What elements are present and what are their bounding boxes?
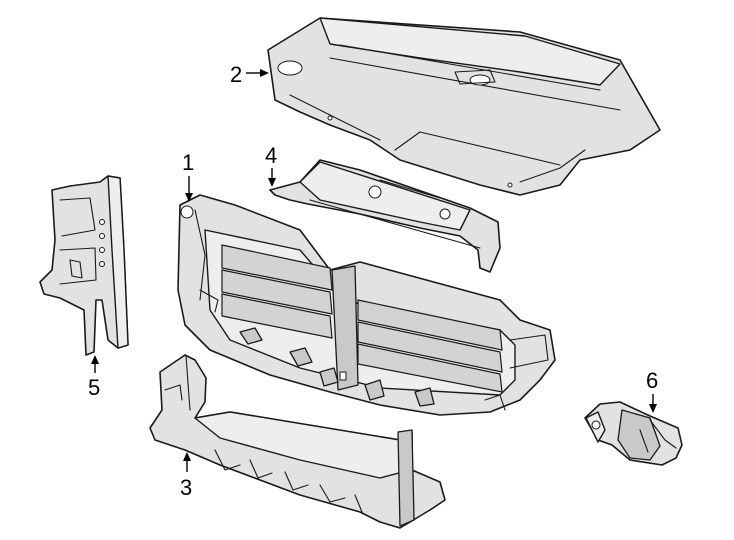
part-3-lower-air-guide bbox=[149, 354, 446, 529]
part-4-air-deflector bbox=[269, 159, 501, 273]
part-2-upper-cover bbox=[267, 17, 661, 196]
part-6-shutter-actuator bbox=[584, 401, 683, 466]
callout-1: 1 bbox=[182, 150, 194, 202]
callout-label-4: 4 bbox=[265, 143, 277, 168]
callout-label-1: 1 bbox=[182, 150, 194, 175]
callout-6: 6 bbox=[646, 368, 658, 413]
callout-label-5: 5 bbox=[88, 375, 100, 400]
part-1-shutter-assembly bbox=[177, 194, 556, 416]
callout-4: 4 bbox=[265, 143, 277, 187]
part-5-side-air-guide bbox=[39, 175, 129, 356]
callout-2: 2 bbox=[230, 62, 269, 87]
callout-label-2: 2 bbox=[230, 62, 242, 87]
callout-label-3: 3 bbox=[180, 475, 192, 500]
callout-label-6: 6 bbox=[646, 368, 658, 393]
callout-5: 5 bbox=[88, 355, 100, 400]
callout-3: 3 bbox=[180, 452, 192, 500]
